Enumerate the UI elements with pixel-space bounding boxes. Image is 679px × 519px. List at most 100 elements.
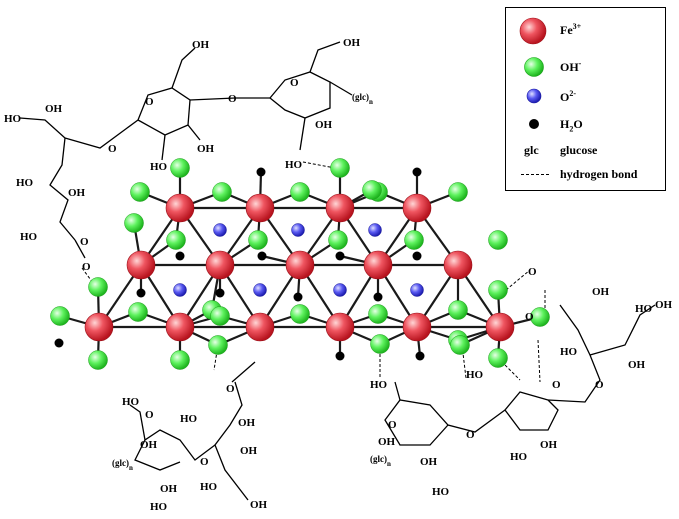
hydroxide-ion <box>448 300 468 320</box>
sugar-bond <box>214 381 249 501</box>
oxide-ion <box>173 283 187 297</box>
oxide-ion <box>291 223 305 237</box>
atom-label: OH <box>45 103 63 115</box>
fe-ion <box>165 193 195 223</box>
water-molecule <box>136 288 146 298</box>
sugar-bond <box>589 304 656 356</box>
oxide-ion <box>253 283 267 297</box>
water-molecule <box>335 351 345 361</box>
glc-symbol: glc <box>524 143 539 157</box>
atom-label: OH <box>240 445 258 457</box>
fe-ion <box>205 250 235 280</box>
fe-ion <box>402 312 432 342</box>
atom-label: OH <box>315 119 333 131</box>
sugar-bond <box>187 124 201 141</box>
atom-label: O <box>145 96 154 108</box>
atom-label: OH <box>238 417 256 429</box>
atom-label: HO <box>510 451 528 463</box>
lattice-atoms <box>50 158 550 370</box>
oxide-icon <box>526 88 542 104</box>
sugar-bond <box>74 239 86 259</box>
legend-label-o2: O2- <box>560 89 577 104</box>
legend-label-hbond: hydrogen bond <box>560 167 638 181</box>
fe-ion <box>245 312 275 342</box>
atom-label: OH <box>140 439 158 451</box>
hydroxide-ion <box>450 335 470 355</box>
legend-label-fe: Fe3+ <box>560 22 582 37</box>
water-icon <box>529 119 539 129</box>
atom-label: OH <box>68 187 86 199</box>
dashed-line-icon <box>521 174 549 175</box>
water-molecule <box>257 251 267 261</box>
sugar-bond <box>171 47 196 89</box>
glc-n-subscript: n <box>129 464 133 472</box>
atom-label: O <box>290 77 299 89</box>
atom-label: HO <box>285 159 303 171</box>
atom-label: O <box>552 379 561 391</box>
atom-label: OH <box>540 439 558 451</box>
legend-row-h2o: H2O <box>506 112 665 136</box>
sugar-bond <box>547 304 601 403</box>
atom-label: O <box>145 409 154 421</box>
water-molecule <box>256 167 266 177</box>
atom-label: HO <box>432 486 450 498</box>
fe-ion <box>443 250 473 280</box>
atom-label: O <box>528 266 537 278</box>
sugar-bond <box>309 41 341 73</box>
legend-label-glucose: glucose <box>560 143 598 157</box>
sugar-bond <box>129 404 146 441</box>
sugar-bond <box>19 117 76 241</box>
sugar-bond <box>269 71 331 119</box>
atom-label: HO <box>122 396 140 408</box>
sugar-bond <box>394 381 401 401</box>
hydroxide-ion <box>88 350 108 370</box>
atom-label: HO <box>4 113 22 125</box>
fe-ion <box>485 312 515 342</box>
hydroxide-ion <box>50 306 70 326</box>
hydrogen-bond <box>81 267 97 288</box>
water-molecule <box>415 351 425 361</box>
oxide-ion <box>213 223 227 237</box>
atom-label: OH <box>592 286 610 298</box>
hydroxide-ion <box>488 280 508 300</box>
water-molecule <box>335 251 345 261</box>
water-molecule <box>412 251 422 261</box>
oxide-ion <box>333 283 347 297</box>
hydrogen-bond <box>213 344 219 371</box>
atom-label: HO <box>560 346 578 358</box>
hydroxide-ion <box>370 334 390 354</box>
atom-label: O <box>466 429 475 441</box>
hydroxide-ion <box>488 348 508 368</box>
atom-label: OH <box>192 39 210 51</box>
sugar-bond <box>504 391 559 431</box>
atom-label: O <box>108 143 117 155</box>
fe-ion <box>126 250 156 280</box>
atom-label: HO <box>370 379 388 391</box>
hydroxide-ion <box>166 230 186 250</box>
atom-label: O <box>226 383 235 395</box>
hydroxide-ion <box>488 230 508 250</box>
fe-ion <box>402 193 432 223</box>
hydrogen-bond <box>302 161 336 169</box>
glc-n-subscript: n <box>387 460 391 468</box>
fe-ion <box>325 312 355 342</box>
fe-ion <box>363 250 393 280</box>
sugar-bond <box>189 97 270 101</box>
atom-label: O <box>525 311 534 323</box>
hydroxide-icon <box>524 57 544 77</box>
oxide-ion <box>368 223 382 237</box>
hydroxide-ion <box>290 182 310 202</box>
atom-label: O <box>200 456 209 468</box>
glc-n-subscript: n <box>369 98 373 106</box>
atom-label: O <box>388 419 397 431</box>
legend-row-fe: Fe3+ <box>506 17 665 45</box>
fe-ion <box>285 250 315 280</box>
glc-n-label: (glc)n <box>112 458 133 472</box>
atom-label: OH <box>420 456 438 468</box>
water-molecule <box>54 338 64 348</box>
hydroxide-ion <box>330 158 350 178</box>
atom-label: O <box>82 261 91 273</box>
hydroxide-ion <box>124 213 144 233</box>
